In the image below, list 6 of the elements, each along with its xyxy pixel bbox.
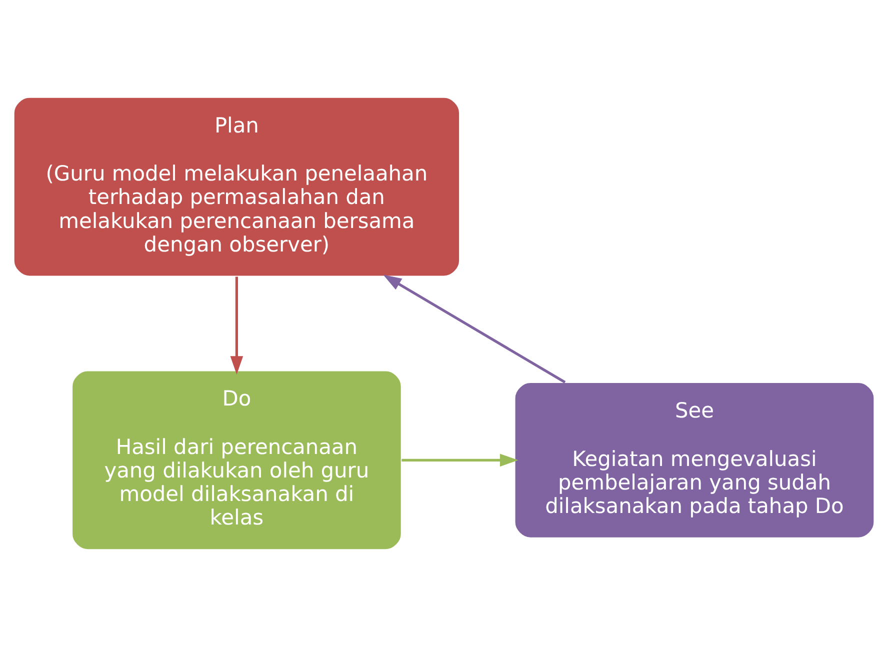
arrow bbox=[383, 274, 566, 383]
arrow bbox=[402, 453, 518, 466]
node-box: Plan (Guru model melakukan penelaahan terhadap permasalahan dan melakukan perencanaan bersama dengan observer) bbox=[13, 96, 460, 277]
arrow bbox=[230, 276, 244, 374]
node-box: See Kegiatan mengevaluasi pembelajaran yang sudah dilaksanakan pada tahap Do bbox=[514, 381, 875, 538]
node-box: Do Hasil dari perencanaan yang dilakukan oleh guru model dilaksanakan di kelas bbox=[71, 369, 402, 550]
